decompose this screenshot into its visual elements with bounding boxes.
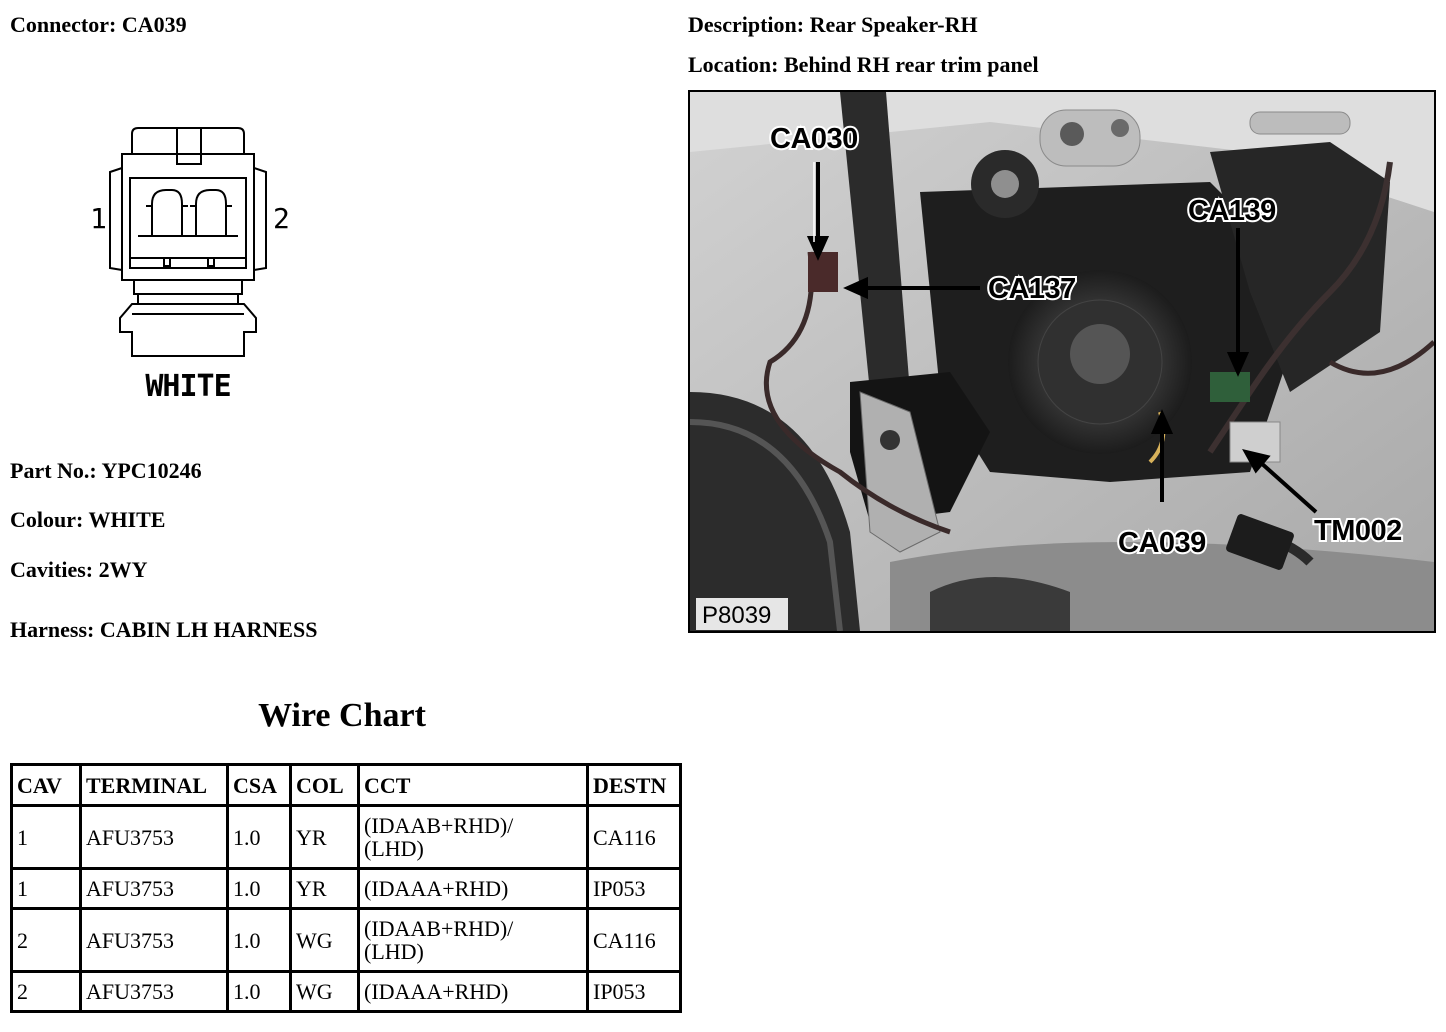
table-header-row: CAV TERMINAL CSA COL CCT DESTN [10,763,682,807]
cell-destn: CA116 [586,804,682,870]
pin-number-1: 1 [90,202,107,235]
cell-csa: 1.0 [226,804,292,870]
cavities-label: Cavities: [10,557,94,582]
location-line: Location: Behind RH rear trim panel [688,52,1039,78]
column-header-terminal: TERMINAL [79,763,229,807]
cell-col: WG [289,970,360,1013]
column-header-csa: CSA [226,763,292,807]
table-row: 1 AFU3753 1.0 YR (IDAAB+RHD)/(LHD) CA116 [10,804,682,870]
column-header-cav: CAV [10,763,82,807]
cell-terminal: AFU3753 [79,907,229,973]
location-value: Behind RH rear trim panel [783,52,1039,77]
callout-tm002: TM002 [1314,515,1402,547]
cell-cct-line1: (IDAAB+RHD)/ [364,916,514,941]
part-number-line: Part No.: YPC10246 [10,458,202,484]
connector-id-line: Connector: CA039 [10,12,187,38]
cell-cct-line1: (IDAAB+RHD)/ [364,813,514,838]
part-number-value: YPC10246 [101,458,202,483]
location-photo: CA030 CA137 CA139 CA039 TM002 P8039 [688,90,1436,633]
pin-number-2: 2 [273,202,290,235]
colour-value: WHITE [88,507,166,532]
cell-cav: 2 [10,970,82,1013]
connector-value: CA039 [121,12,187,37]
colour-label: Colour: [10,507,84,532]
cell-csa: 1.0 [226,907,292,973]
cell-destn: IP053 [586,970,682,1013]
colour-line: Colour: WHITE [10,507,165,533]
connector-label: Connector: [10,12,117,37]
location-label: Location: [688,52,779,77]
cell-cct: (IDAAB+RHD)/(LHD) [357,804,589,870]
table-row: 2 AFU3753 1.0 WG (IDAAB+RHD)/(LHD) CA116 [10,907,682,973]
cell-cct: (IDAAB+RHD)/(LHD) [357,907,589,973]
column-header-cct: CCT [357,763,589,807]
cell-col: YR [289,867,360,910]
cell-destn: CA116 [586,907,682,973]
cell-csa: 1.0 [226,867,292,910]
harness-label: Harness: [10,617,95,642]
connector-face-diagram: 1 2 WHITE [80,118,300,408]
cell-terminal: AFU3753 [79,804,229,870]
callout-ca039: CA039 [1118,527,1206,559]
connector-colour-caption: WHITE [145,369,230,404]
harness-line: Harness: CABIN LH HARNESS [10,617,317,643]
cell-col: WG [289,907,360,973]
harness-value: CABIN LH HARNESS [99,617,318,642]
description-line: Description: Rear Speaker-RH [688,12,978,38]
table-row: 2 AFU3753 1.0 WG (IDAAA+RHD) IP053 [10,970,682,1013]
cell-cav: 1 [10,804,82,870]
description-value: Rear Speaker-RH [809,12,978,37]
cavities-line: Cavities: 2WY [10,557,147,583]
figure-id: P8039 [702,602,771,629]
cell-col: YR [289,804,360,870]
cell-terminal: AFU3753 [79,867,229,910]
callout-ca139: CA139 [1188,195,1276,227]
table-row: 1 AFU3753 1.0 YR (IDAAA+RHD) IP053 [10,867,682,910]
cell-cct-line2: (LHD) [364,836,424,861]
cell-terminal: AFU3753 [79,970,229,1013]
callout-ca030: CA030 [770,123,858,155]
column-header-destn: DESTN [586,763,682,807]
cell-cct-line2: (LHD) [364,939,424,964]
cavities-value: 2WY [98,557,148,582]
callout-ca137: CA137 [988,273,1076,305]
description-label: Description: [688,12,805,37]
cell-cav: 2 [10,907,82,973]
cell-cct: (IDAAA+RHD) [357,867,589,910]
wire-chart-table: CAV TERMINAL CSA COL CCT DESTN 1 AFU3753… [10,763,682,1013]
cell-cav: 1 [10,867,82,910]
part-number-label: Part No.: [10,458,97,483]
cell-csa: 1.0 [226,970,292,1013]
wire-chart-title: Wire Chart [258,697,426,734]
cell-cct: (IDAAA+RHD) [357,970,589,1013]
column-header-col: COL [289,763,360,807]
cell-destn: IP053 [586,867,682,910]
